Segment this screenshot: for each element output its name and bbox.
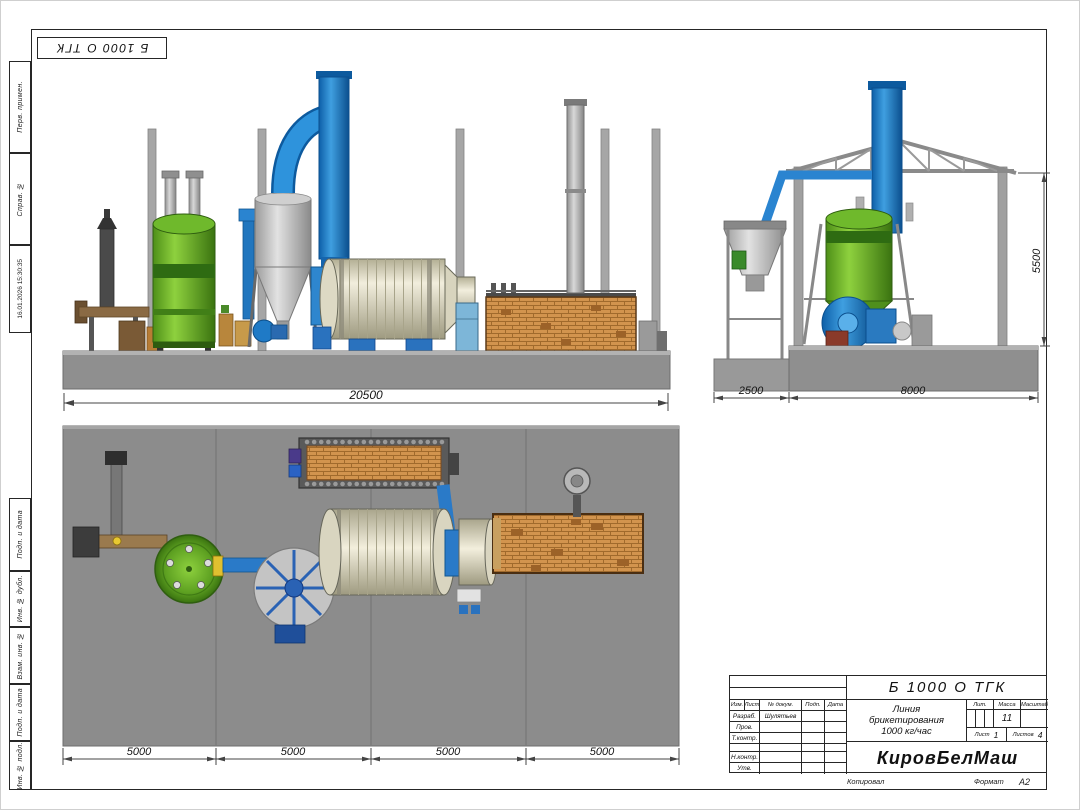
exhaust-chimney (868, 81, 906, 234)
dimension-2500-8000: 2500 8000 (713, 385, 1039, 403)
blower-fan-plan (222, 547, 335, 644)
dimension-chain-5000: 5000 5000 5000 5000 (62, 746, 680, 765)
green-furnace-tank (152, 170, 216, 354)
brick-conveyor-plan (288, 437, 459, 534)
rotary-drum-dryer (312, 258, 476, 354)
top-designation-text: Б 1000 О ТГК (55, 41, 149, 55)
base-cabinets (218, 305, 252, 347)
dimension-label: 8000 (901, 385, 926, 397)
drawing-frame (31, 29, 1047, 790)
change-record-row (730, 676, 847, 688)
dimension-label: 5000 (281, 746, 306, 758)
massa-label: Масса (994, 700, 1021, 710)
dimension-label: 5000 (436, 746, 461, 758)
change-record-row (730, 688, 847, 700)
frame-label-perv-primen: Перв. примен. (9, 61, 31, 153)
massa-value: 11 (994, 710, 1021, 728)
frame-label-inv-podl: Инв. № подл. (9, 741, 31, 790)
col-podp: Подп. (802, 700, 825, 711)
format-value: А2 (1019, 777, 1031, 787)
control-cabinet (455, 302, 479, 352)
frame-label-vzam-inv: Взам. инв. № (9, 627, 31, 684)
frame-label-inv-dubl: Инв. № дубл. (9, 571, 31, 627)
row-prov: Пров. (730, 722, 760, 733)
feed-hopper (723, 170, 872, 359)
platform (62, 350, 671, 390)
signature-cell (802, 711, 825, 722)
green-tank-plan (154, 534, 224, 604)
dimension-5500: 5500 (1018, 172, 1050, 347)
document-designation: Б 1000 О ТГК (847, 676, 1048, 700)
sheet-number: Лист 1 (967, 728, 1007, 742)
platform-end (713, 345, 1039, 392)
row-razrab: Разраб. (730, 711, 760, 722)
dimension-label: 5000 (590, 746, 615, 758)
dimension-label: 5000 (127, 746, 152, 758)
company-name: КировБелМаш (876, 747, 1019, 768)
dimension-label: 5500 (1031, 248, 1043, 273)
kopiroval-label: Копировал (847, 777, 885, 786)
document-title: Линия брикетирования 1000 кг/час (847, 700, 967, 742)
sheets-total: Листов 4 (1007, 728, 1048, 742)
dimension-label: 20500 (348, 388, 383, 402)
screw-conveyor-plan (72, 451, 168, 558)
col-list: Лист (745, 700, 760, 711)
plan-view: 5000 5000 5000 5000 (62, 425, 680, 765)
date-cell (825, 711, 847, 722)
brick-furnace-plan (492, 467, 644, 574)
copy-strip: Копировал Формат А2 (729, 774, 1047, 790)
frame-label-podp-data-2: Подп. и дата (9, 684, 31, 741)
row-utv: Утв. (730, 763, 760, 774)
dimension-label: 2500 (738, 385, 764, 397)
cyclone-separator (238, 192, 319, 348)
frame-print-date: 16.01.2026 15:30:35 (9, 245, 31, 333)
col-data: Дата (825, 700, 847, 711)
masshtab-label: Масштаб (1021, 700, 1048, 710)
row-nkontr: Н.контр. (730, 752, 760, 763)
top-designation-stamp: Б 1000 О ТГК (37, 37, 167, 59)
brick-furnace (485, 99, 667, 352)
col-dokum: № докум. (760, 700, 802, 711)
rotary-drum-plan (318, 508, 498, 614)
dimension-20500: 20500 (63, 388, 669, 411)
end-elevation-view: 2500 8000 5500 (713, 81, 1050, 403)
razrab-name: Шулятьев (760, 711, 802, 722)
frame-label-podp-data-1: Подп. и дата (9, 498, 31, 571)
row-tkontr: Т.контр. (730, 733, 760, 744)
col-izm: Изм. (730, 700, 745, 711)
frame-label-sprav-no: Справ. № (9, 153, 31, 245)
title-block: Б 1000 О ТГК Изм. Лист № докум. Подп. Да… (729, 675, 1048, 774)
side-elevation-view: 20500 (62, 71, 671, 411)
masshtab-value (1021, 710, 1048, 728)
format-label: Формат (974, 777, 1004, 786)
lit-label: Лит. (967, 700, 994, 710)
